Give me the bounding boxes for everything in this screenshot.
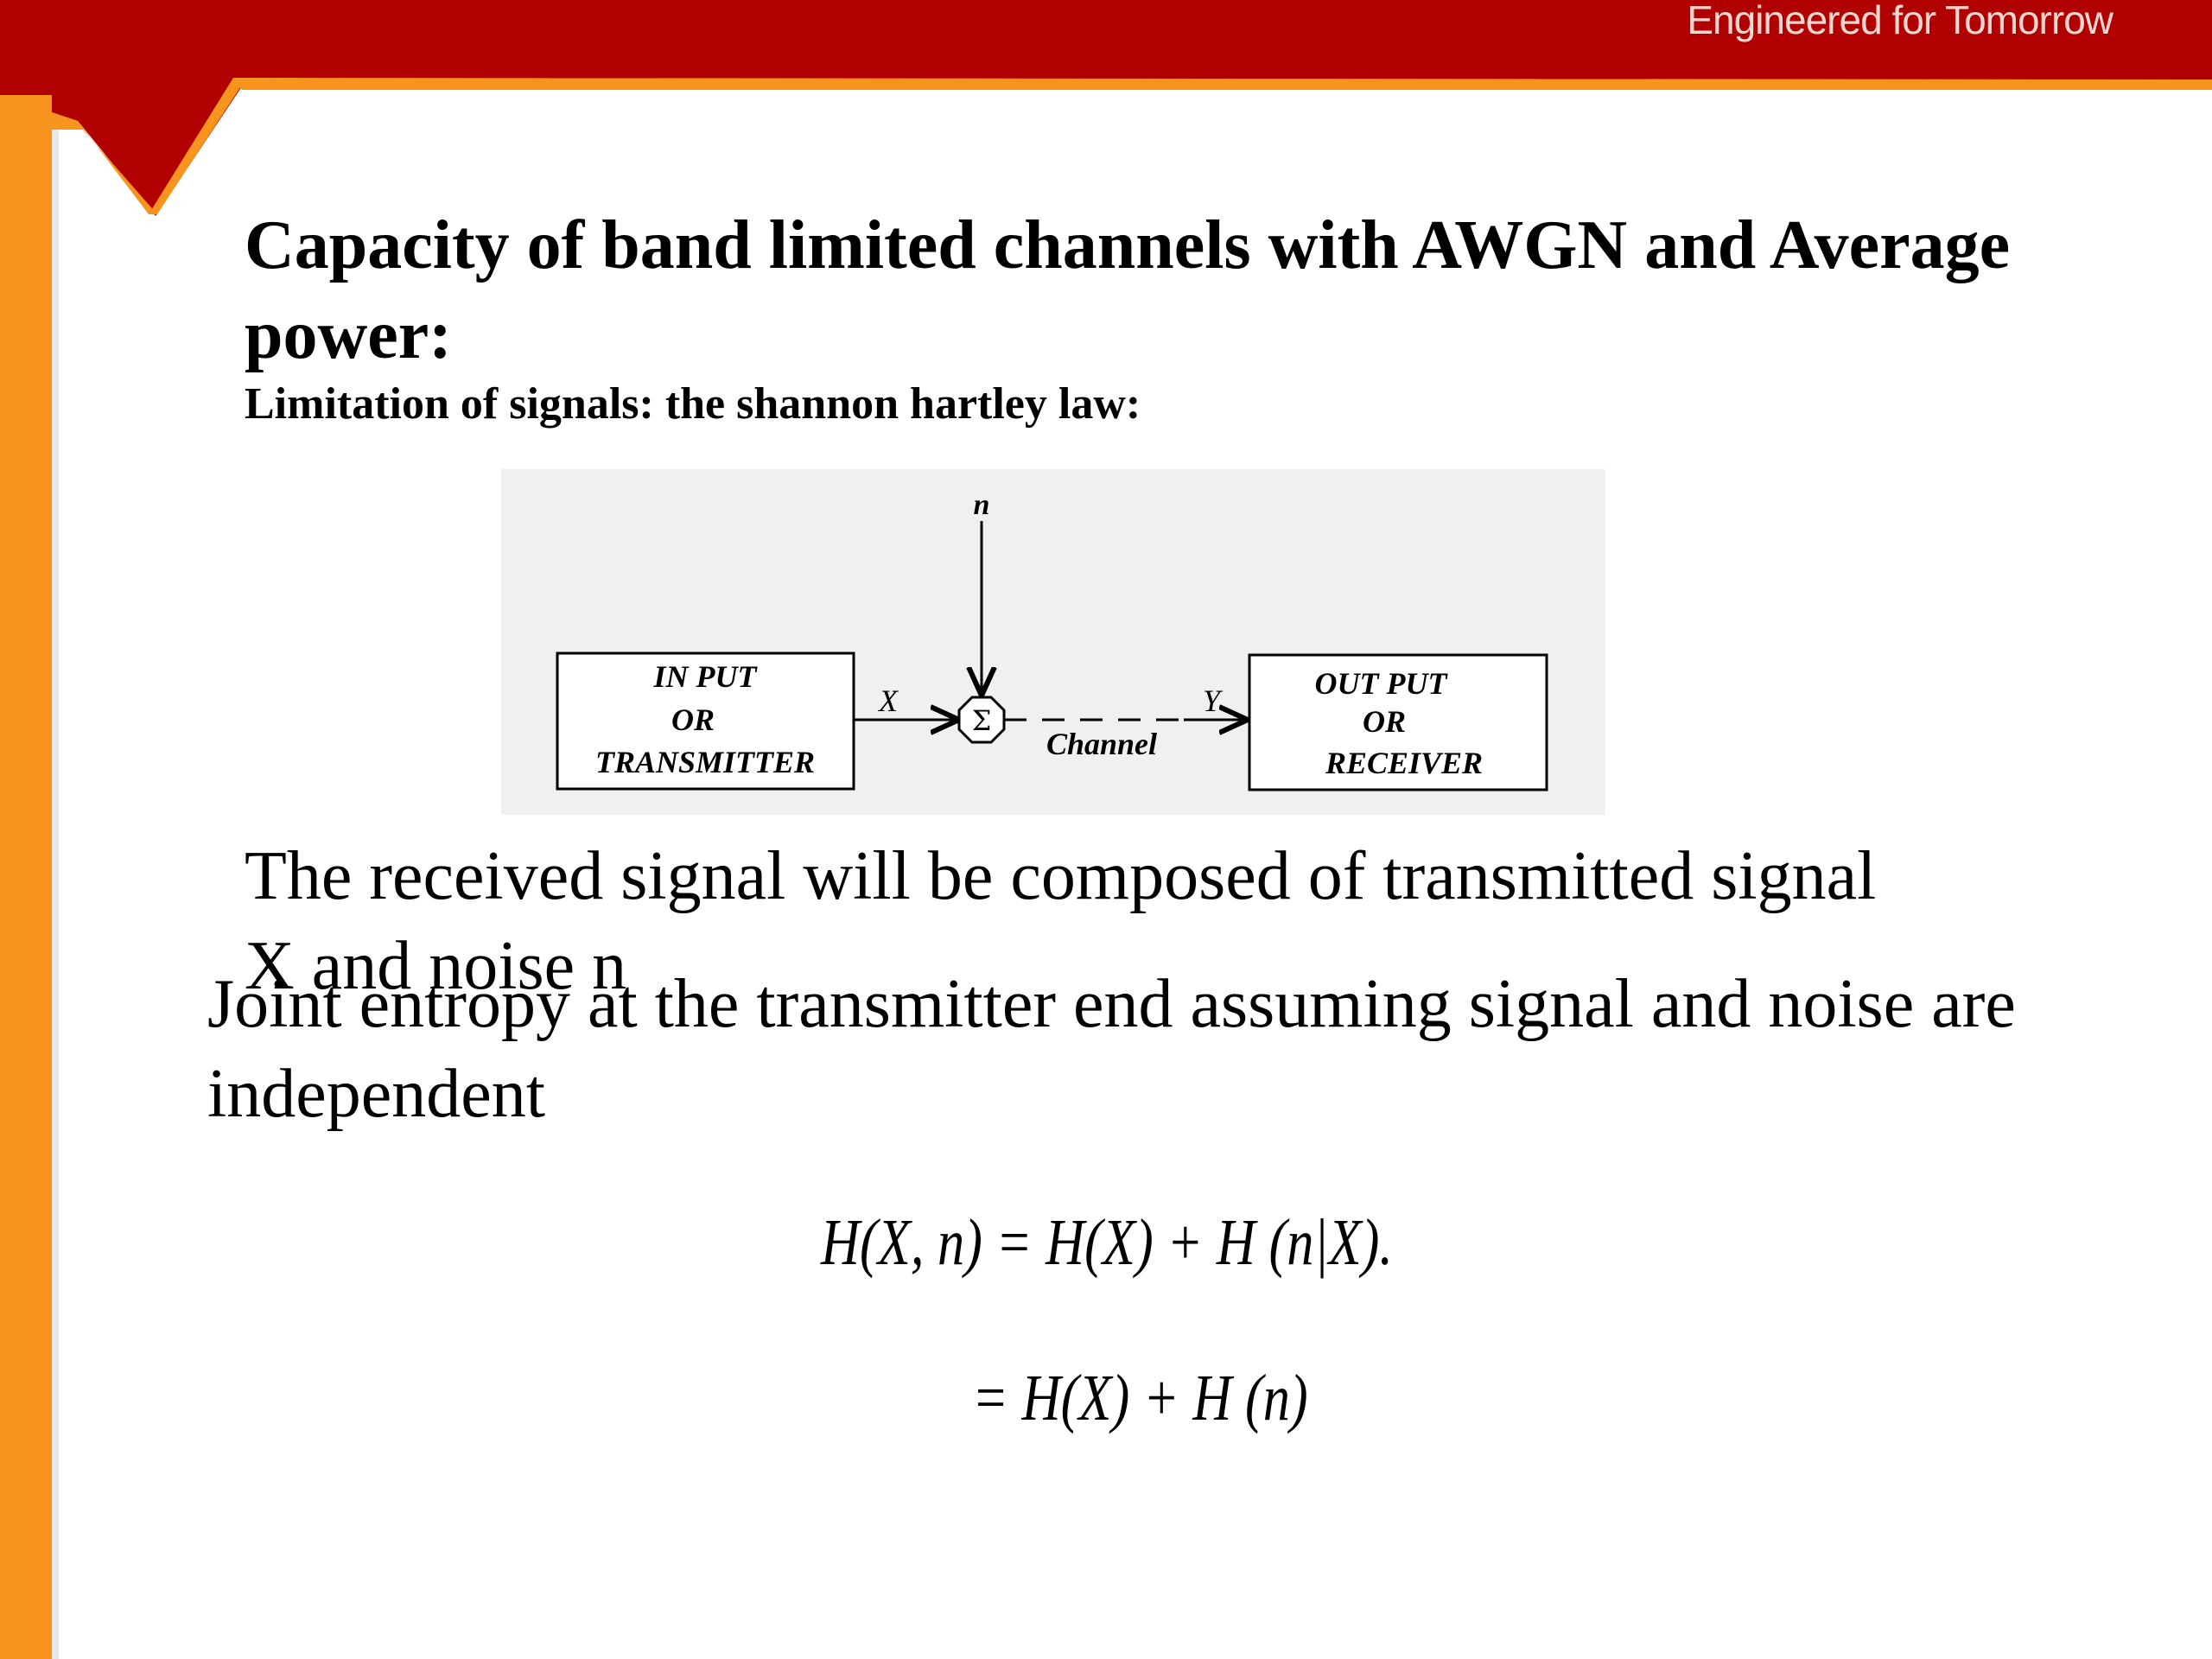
y-label: Y xyxy=(1203,683,1224,718)
x-label: X xyxy=(877,683,899,718)
slide-title: Capacity of band limited channels with A… xyxy=(245,207,2011,373)
noise-label: n xyxy=(974,489,990,521)
equation-joint-entropy: H(X, n) = H(X) + H (n|X). xyxy=(821,1206,1393,1279)
sum-symbol: Σ xyxy=(972,704,992,737)
input-box xyxy=(556,652,855,791)
body-paragraph-received-signal: The received signal will be composed of … xyxy=(245,838,1877,1004)
header-tagline: Engineered for Tomorrow xyxy=(1687,0,2113,42)
summing-junction xyxy=(957,696,1006,744)
left-accent-bar-shadow xyxy=(52,130,59,1659)
input-label-line3: TRANSMITTER xyxy=(595,745,815,779)
header-banner xyxy=(0,0,2212,216)
channel-block-diagram: IN PUT OR TRANSMITTER OUT PUT OR RECEIVE… xyxy=(501,469,1605,815)
input-label-line1: IN PUT xyxy=(653,659,759,694)
channel-label: Channel xyxy=(1046,727,1157,761)
equation-independent-entropy: = H(X) + H (n) xyxy=(972,1362,1308,1434)
input-label-line2: OR xyxy=(671,702,715,737)
output-label-line3: RECEIVER xyxy=(1325,746,1483,780)
slide-subtitle: Limitation of signals: the shannon hartl… xyxy=(245,379,1141,429)
output-label-line1: OUT PUT xyxy=(1315,666,1449,701)
output-label-line2: OR xyxy=(1363,704,1406,739)
left-accent-bar xyxy=(0,95,52,1659)
body-paragraph-joint-entropy: Joint entropy at the transmitter end ass… xyxy=(207,966,2016,1132)
